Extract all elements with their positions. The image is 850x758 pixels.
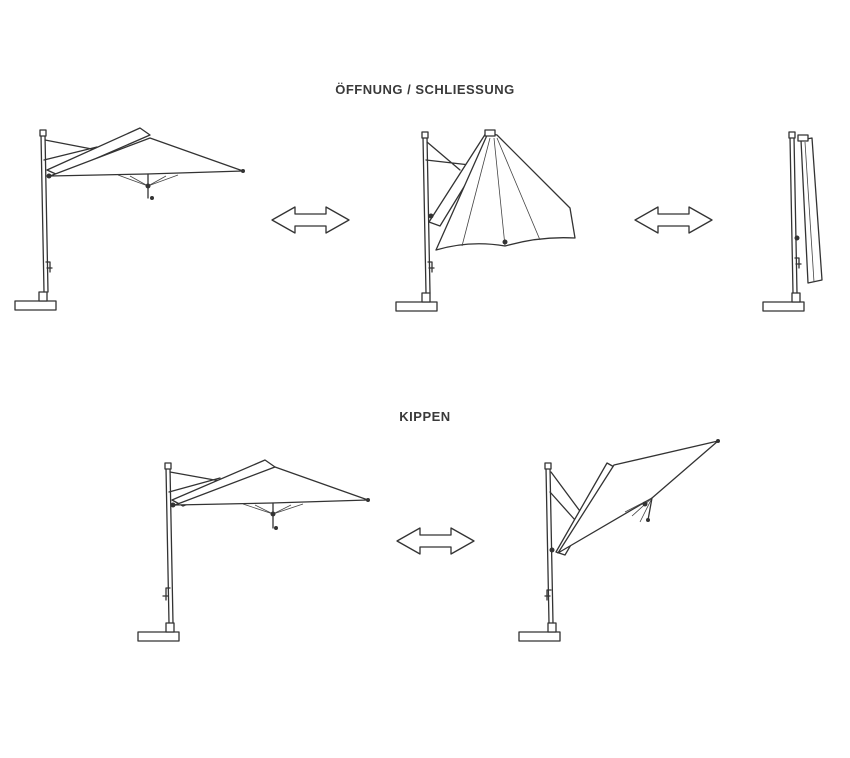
double-arrow-icon (271, 206, 350, 234)
double-arrow-icon (396, 527, 475, 555)
umbrella-tilted-icon (518, 439, 720, 642)
umbrella-open-icon (14, 127, 245, 311)
umbrella-open-icon (137, 459, 370, 642)
section-title-opening: ÖFFNUNG / SCHLIESSUNG (335, 82, 515, 97)
double-arrow-icon (634, 206, 713, 234)
section-title-tilting: KIPPEN (399, 409, 451, 424)
umbrella-half-closed-icon (395, 129, 576, 312)
umbrella-closed-icon (762, 131, 823, 312)
